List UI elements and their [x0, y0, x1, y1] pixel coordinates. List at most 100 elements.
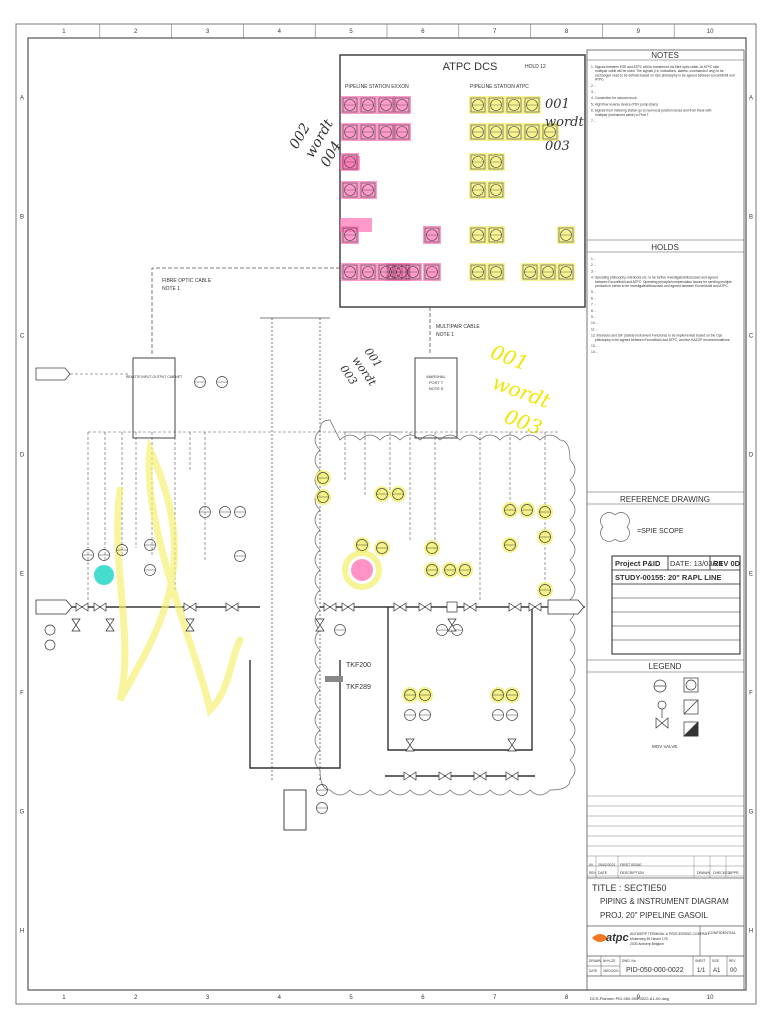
instrument-balloon — [402, 687, 418, 703]
border-row-right-A: A — [749, 96, 753, 102]
rio-cabinet-label: REMOTE INPUT-OUTPUT CABINET — [126, 375, 182, 379]
tkf289-label: TKF289 — [346, 684, 371, 691]
instrument-balloon — [354, 537, 370, 553]
gate-valve — [447, 618, 457, 632]
instrument-balloon — [417, 687, 433, 703]
hold-item-3: 3. - — [591, 269, 596, 273]
hold-item-1: 1. - — [591, 257, 596, 261]
border-col-bottom-9: 9 — [637, 995, 641, 1001]
dcs-faceplate — [488, 124, 504, 140]
title-block-line2: PIPING & INSTRUMENT DIAGRAM — [600, 897, 729, 906]
hold-item-10: 10. - — [591, 321, 598, 325]
border-row-left-B: B — [20, 215, 24, 221]
instrument-balloon — [457, 562, 473, 578]
date-label: DATE — [589, 969, 597, 973]
instrument-balloon — [194, 376, 206, 388]
border-col-top-6: 6 — [421, 29, 425, 35]
border-col-top-2: 2 — [134, 29, 138, 35]
footer-filename: DCS-Plannen PID-050-000-0022-A1-00.dwg — [590, 996, 669, 1001]
dcs-faceplate — [360, 124, 376, 140]
offpage-connector-left — [35, 367, 71, 381]
instrument-signal-lines — [87, 431, 560, 600]
gate-valve — [505, 771, 519, 781]
border-row-right-F: F — [749, 691, 753, 697]
instrument-balloon — [404, 709, 416, 721]
border-row-left-D: D — [20, 453, 25, 459]
inline-device — [446, 601, 458, 613]
border-row-right-E: E — [749, 572, 753, 578]
dcs-faceplate — [470, 227, 486, 243]
note-item-3: 3. - — [591, 90, 596, 94]
dcs-faceplate — [378, 97, 394, 113]
notes-list: 1. Signals between ESE and ATPC will be … — [591, 65, 735, 123]
dcs-faceplate — [342, 154, 358, 170]
dcs-faceplate — [558, 264, 574, 280]
drawn-value: NH+LZS — [603, 959, 615, 963]
dcs-pink-highlight — [340, 218, 372, 232]
gate-valve — [438, 771, 452, 781]
border-row-left-H: H — [20, 929, 24, 935]
outer-frame — [15, 23, 757, 1005]
gate-valve — [183, 602, 197, 612]
border-row-left-F: F — [20, 691, 24, 697]
instrument-balloon — [116, 544, 128, 556]
border-row-left-G: G — [20, 810, 25, 816]
dcs-faceplate — [424, 227, 440, 243]
holds-list: 1. -2. -3. -4. Operating philosophy, int… — [591, 257, 732, 354]
dcs-faceplate — [488, 182, 504, 198]
dcs-faceplate — [342, 124, 358, 140]
instrument-balloon — [334, 624, 346, 636]
hold-item-14: 14. - — [591, 350, 598, 354]
hold-item-5: 5. - — [591, 290, 596, 294]
border-col-bottom-7: 7 — [493, 995, 497, 1001]
fibre-cable-note: NOTE 1 — [162, 286, 180, 292]
valves — [44, 601, 542, 781]
hold-item-8: 8. - — [591, 309, 596, 313]
dcs-faceplate — [405, 264, 421, 280]
rio-cabinet — [132, 357, 176, 439]
instrument-balloon — [537, 582, 553, 598]
dcs-faceplate — [342, 97, 358, 113]
border-col-bottom-2: 2 — [134, 995, 138, 1001]
instrument-balloon — [504, 687, 520, 703]
rev-row1-desc: FIRST ISSUE — [620, 863, 642, 867]
legend-heading: LEGEND — [649, 662, 682, 671]
dcs-faceplate — [470, 124, 486, 140]
gate-valve — [105, 618, 115, 632]
dcs-left-label: PIPELINE STATION EXXON — [345, 84, 409, 90]
rev-label: REV — [729, 959, 736, 963]
tkf-line-marker — [325, 676, 343, 682]
dcs-faceplate — [488, 154, 504, 170]
study-date: DATE: 13/03/24 — [670, 559, 723, 568]
hold-item-9: 9. - — [591, 315, 596, 319]
instrument-balloon — [519, 502, 535, 518]
dcs-hold: HOLD 12 — [525, 64, 546, 70]
note-item-1: 1. Signals between ESE and ATPC will be … — [591, 65, 735, 82]
dcs-faceplate — [506, 124, 522, 140]
dcs-faceplate — [488, 97, 504, 113]
dcs-faceplate — [342, 227, 358, 243]
scope-cloud-symbol — [600, 512, 630, 542]
hold-item-13: 13. - — [591, 344, 598, 348]
rev-value: 00 — [730, 968, 737, 974]
instrument-balloon — [490, 687, 506, 703]
rev-row1-date: 25/02/2021 — [598, 863, 616, 867]
dcs-faceplate — [542, 124, 558, 140]
dcs-faceplate — [378, 124, 394, 140]
border-col-top-10: 10 — [707, 29, 714, 35]
dwg-value: PID-050-000-0022 — [626, 967, 684, 974]
dcs-faceplate — [470, 154, 486, 170]
note-item-2: 2. - — [591, 84, 596, 88]
atpc-logo: atpc — [592, 932, 629, 944]
instrument-balloon — [537, 529, 553, 545]
rev-col-date: DATE — [598, 871, 608, 875]
dcs-faceplate — [342, 182, 358, 198]
gate-valve — [507, 738, 517, 752]
dcs-faceplate — [424, 264, 440, 280]
legend-symbols — [653, 677, 699, 737]
instrument-balloon — [216, 376, 228, 388]
gate-valve — [71, 618, 81, 632]
dcs-faceplate — [360, 264, 376, 280]
spie-scope-cloud — [314, 419, 576, 796]
